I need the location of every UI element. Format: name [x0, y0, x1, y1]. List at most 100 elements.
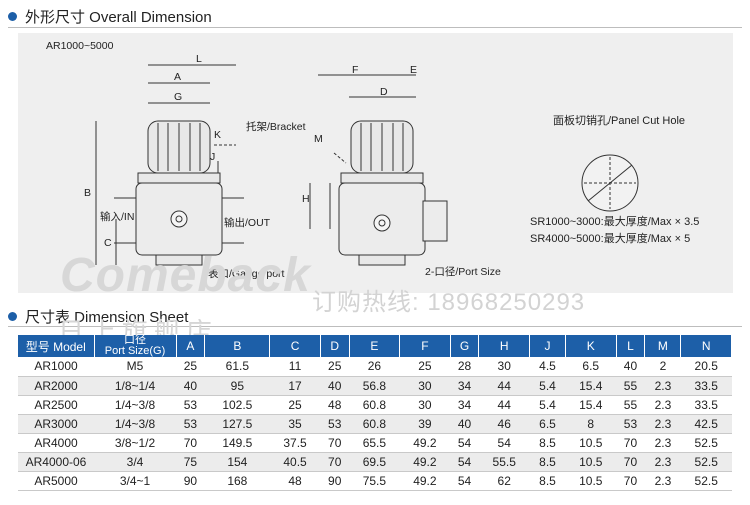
cell-m: 2.3 — [644, 395, 681, 415]
panel-cut-hole-label: 面板切销孔/Panel Cut Hole — [553, 115, 686, 127]
header-col-n: N — [680, 335, 732, 357]
dimension-sheet-heading: 尺寸表 Dimension Sheet — [8, 306, 188, 327]
cell-k: 10.5 — [565, 433, 617, 453]
cell-h: 30 — [478, 357, 530, 377]
cell-f: 30 — [399, 395, 451, 415]
cell-c: 48 — [269, 471, 321, 491]
cell-f: 49.2 — [399, 471, 451, 491]
drawing-panel: AR1000~5000 L A G K J B C 输入/IN 输出/OUT 表… — [18, 33, 733, 293]
cell-e: 60.8 — [349, 395, 400, 415]
port-size-label: 2-口径/Port Size — [425, 266, 501, 278]
brand-watermark: Comeback — [60, 249, 311, 302]
dim-F-label: F — [352, 64, 359, 76]
cell-model: AR3000 — [18, 414, 94, 434]
cell-b: 61.5 — [204, 357, 270, 377]
cell-j: 4.5 — [529, 357, 566, 377]
overall-dimension-title: 外形尺寸 Overall Dimension — [25, 9, 212, 26]
cell-j: 8.5 — [529, 471, 566, 491]
cell-h: 46 — [478, 414, 530, 434]
cell-b: 127.5 — [204, 414, 270, 434]
cell-h: 54 — [478, 433, 530, 453]
cell-l: 55 — [616, 395, 645, 415]
cell-n: 42.5 — [680, 414, 732, 434]
cell-n: 20.5 — [680, 357, 732, 377]
cell-m: 2.3 — [644, 376, 681, 396]
cell-h: 62 — [478, 471, 530, 491]
table-header-row: 型号 Model 口径 Port Size(G) A B C D E F G H… — [18, 335, 732, 357]
cell-j: 5.4 — [529, 395, 566, 415]
cell-j: 8.5 — [529, 433, 566, 453]
divider — [8, 27, 742, 28]
header-col-g: G — [450, 335, 480, 357]
cell-n: 52.5 — [680, 471, 732, 491]
cell-h: 55.5 — [478, 452, 530, 472]
cell-port-size: 3/4~1 — [94, 471, 176, 491]
cell-c: 11 — [269, 357, 321, 377]
header-col-h: H — [478, 335, 530, 357]
dim-L-label: L — [196, 53, 202, 65]
cell-n: 33.5 — [680, 376, 732, 396]
cell-k: 6.5 — [565, 357, 617, 377]
cell-l: 40 — [616, 357, 645, 377]
dim-M-label: M — [314, 133, 323, 145]
cell-a: 75 — [176, 452, 205, 472]
header-col-f: F — [399, 335, 451, 357]
cell-d: 25 — [320, 357, 350, 377]
header-col-d: D — [320, 335, 350, 357]
cell-port-size: 1/8~1/4 — [94, 376, 176, 396]
cell-b: 149.5 — [204, 433, 270, 453]
cell-e: 56.8 — [349, 376, 400, 396]
header-col-b: B — [204, 335, 271, 357]
hotline-watermark: 订购热线: 18968250293 — [312, 289, 586, 316]
cell-n: 52.5 — [680, 452, 732, 472]
cell-g: 40 — [450, 414, 479, 434]
cell-c: 35 — [269, 414, 321, 434]
header-port-size: 口径 Port Size(G) — [94, 335, 177, 357]
divider — [8, 326, 742, 327]
cell-model: AR2500 — [18, 395, 94, 415]
cell-n: 52.5 — [680, 433, 732, 453]
cell-f: 39 — [399, 414, 451, 434]
cell-l: 70 — [616, 471, 645, 491]
inlet-label: 输入/IN — [100, 211, 135, 223]
cell-a: 53 — [176, 395, 205, 415]
cell-port-size: 1/4~3/8 — [94, 395, 176, 415]
cell-k: 8 — [565, 414, 617, 434]
cell-g: 54 — [450, 471, 479, 491]
thickness-note-2: SR4000~5000:最大厚度/Max × 5 — [530, 233, 691, 245]
cell-h: 44 — [478, 376, 530, 396]
cell-e: 75.5 — [349, 471, 400, 491]
cell-port-size: 3/8~1/2 — [94, 433, 176, 453]
cell-e: 69.5 — [349, 452, 400, 472]
cell-m: 2.3 — [644, 433, 681, 453]
cell-b: 95 — [204, 376, 270, 396]
bracket-label: 托架/Bracket — [246, 121, 306, 133]
cell-e: 65.5 — [349, 433, 400, 453]
series-label: AR1000~5000 — [46, 40, 114, 52]
header-port-line2: Port Size(G) — [104, 345, 166, 357]
cell-model: AR4000 — [18, 433, 94, 453]
cell-g: 28 — [450, 357, 479, 377]
cell-b: 168 — [204, 471, 270, 491]
cell-m: 2.3 — [644, 414, 681, 434]
cell-f: 25 — [399, 357, 451, 377]
cell-l: 55 — [616, 376, 645, 396]
cell-model: AR1000 — [18, 357, 94, 377]
dim-A-label: A — [174, 71, 182, 83]
cell-a: 40 — [176, 376, 205, 396]
cell-a: 70 — [176, 433, 205, 453]
header-col-k: K — [565, 335, 617, 357]
cell-a: 25 — [176, 357, 205, 377]
cell-port-size: M5 — [94, 357, 176, 377]
bullet-icon — [8, 312, 17, 321]
dim-D-label: D — [380, 86, 388, 98]
dim-B-label: B — [84, 187, 92, 199]
cell-b: 102.5 — [204, 395, 270, 415]
cell-d: 70 — [320, 433, 350, 453]
